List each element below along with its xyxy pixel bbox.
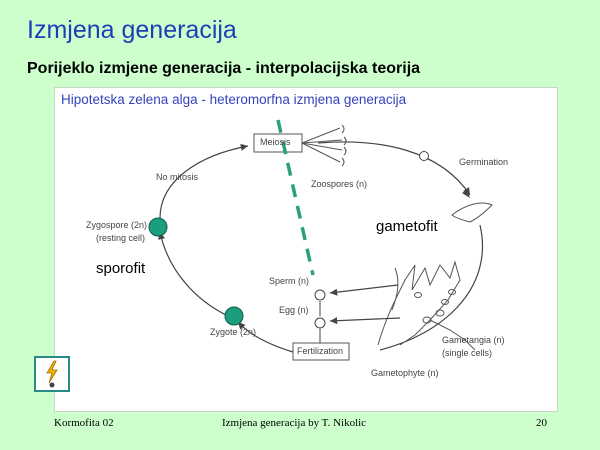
resting-cell-label: (resting cell) (96, 233, 146, 243)
zygospore-label: Zygospore (2n) (86, 220, 148, 230)
generation-divider (276, 119, 315, 276)
gametophyte-icon (377, 202, 493, 351)
cycle-arc-zygote-zygospore (157, 231, 229, 317)
egg-label: Egg (n) (279, 305, 309, 315)
no-mitosis-label: No mitosis (156, 172, 199, 182)
egg-cell (314, 317, 326, 329)
cycle-arc-meiosis-germination (317, 141, 471, 196)
gametangia-label: Gametangia (n) (442, 335, 505, 345)
zoospores-icon (301, 124, 347, 167)
footer-page-number: 20 (536, 417, 547, 429)
slide-subtitle: Porijeklo izmjene generacija - interpola… (27, 60, 421, 77)
gametofit-annotation: gametofit (376, 218, 438, 235)
cycle-arc-fertilization-zygote (237, 321, 294, 353)
footer-left: Kormofita 02 (54, 417, 114, 429)
lightning-icon[interactable] (34, 356, 70, 392)
sperm-cell (314, 289, 326, 301)
fertilization-label: Fertilization (297, 346, 344, 356)
sperm-label: Sperm (n) (269, 276, 310, 286)
zygospore-cell (148, 217, 168, 237)
meiosis-label: Meiosis (260, 137, 291, 147)
fertilization-box (292, 342, 350, 361)
gametophyte-label: Gametophyte (n) (371, 368, 439, 378)
germination-label: Germination (459, 157, 509, 167)
diagram-title: Hipotetska zelena alga - heteromorfna iz… (61, 92, 407, 107)
cycle-arc-gametophyte-fertilization (379, 224, 484, 351)
zoospores-label: Zoospores (n) (311, 179, 368, 189)
footer-center: Izmjena generacija by T. Nikolic (222, 417, 367, 429)
single-cells-label: (single cells) (442, 348, 493, 358)
zygote-cell (224, 306, 244, 326)
cycle-arc-zygospore-meiosis (159, 143, 249, 219)
sporofit-annotation: sporofit (96, 260, 146, 277)
zygote-label: Zygote (2n) (210, 327, 257, 337)
slide-title: Izmjena generacija (27, 16, 237, 44)
